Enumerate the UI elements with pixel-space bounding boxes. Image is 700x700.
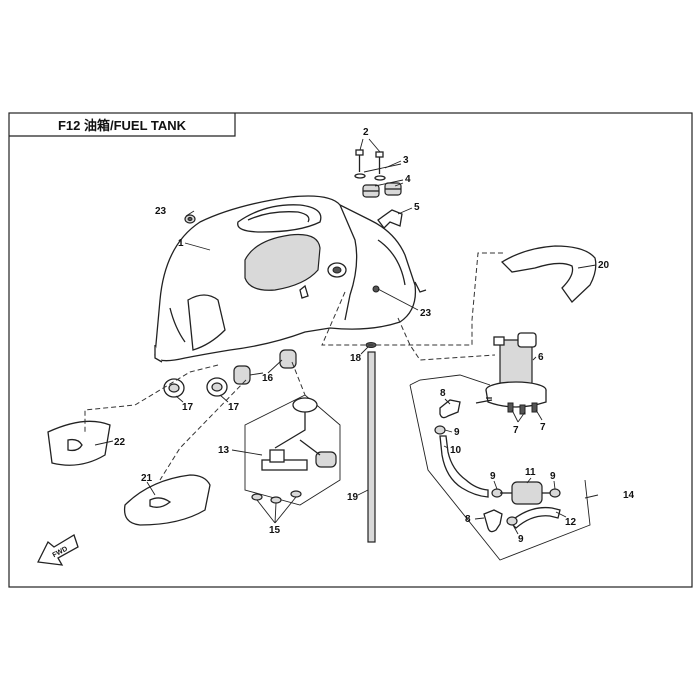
callout-11: 11 <box>525 467 536 478</box>
callout-22: 22 <box>114 437 126 448</box>
fuel-pump-6 <box>475 332 547 415</box>
cover-20 <box>500 245 597 303</box>
callout-17-right: 17 <box>228 402 240 413</box>
callout-9-middle: 9 <box>490 471 496 482</box>
hose-assembly-14 <box>409 374 591 561</box>
pad-22 <box>47 420 111 466</box>
callout-17-left: 17 <box>182 402 194 413</box>
callout-9-bottom: 9 <box>518 534 524 545</box>
fuel-level-sender-13 <box>244 394 341 506</box>
callout-13: 13 <box>218 445 230 456</box>
callout-9-top: 9 <box>454 427 460 438</box>
callout-23-right: 23 <box>420 308 432 319</box>
callout-8-top: 8 <box>440 388 446 399</box>
bolt-set-2-3-4 <box>354 149 402 198</box>
callout-2: 2 <box>363 127 369 138</box>
callout-23-top: 23 <box>155 206 167 217</box>
diagram-frame <box>8 112 693 588</box>
callout-6: 6 <box>538 352 544 363</box>
callout-4: 4 <box>405 174 411 185</box>
title-box: F12 油箱/FUEL TANK <box>9 113 236 137</box>
seal-strip-19 <box>365 342 377 543</box>
callout-20: 20 <box>598 260 610 271</box>
leader-lines <box>94 138 599 535</box>
callout-14: 14 <box>623 490 635 501</box>
callout-10: 10 <box>450 445 462 456</box>
callout-21: 21 <box>141 473 153 484</box>
callout-7-right: 7 <box>540 422 546 433</box>
callout-16: 16 <box>262 373 274 384</box>
callout-5: 5 <box>414 202 420 213</box>
callout-12: 12 <box>565 517 577 528</box>
callout-7-left: 7 <box>513 425 519 436</box>
screws-15 <box>251 490 302 504</box>
callout-15: 15 <box>269 525 281 536</box>
dashed-reference-lines <box>84 252 505 481</box>
callout-3: 3 <box>403 155 409 166</box>
bracket-5 <box>377 209 403 229</box>
pad-21 <box>123 474 211 526</box>
callout-9-right: 9 <box>550 471 556 482</box>
callout-8-bottom: 8 <box>465 514 471 525</box>
callout-labels: 23 1 2 3 4 5 20 23 6 7 7 8 9 10 9 11 9 1… <box>114 127 635 545</box>
callout-18: 18 <box>350 353 362 364</box>
callout-19: 19 <box>347 492 359 503</box>
page-title: F12 油箱/FUEL TANK <box>58 118 187 133</box>
fuel-tank-part <box>154 195 427 363</box>
callout-1: 1 <box>178 238 184 249</box>
grommet-23-top <box>184 214 196 224</box>
fwd-arrow-icon: FWD <box>37 534 79 566</box>
rubber-mounts-16-17 <box>163 349 297 398</box>
